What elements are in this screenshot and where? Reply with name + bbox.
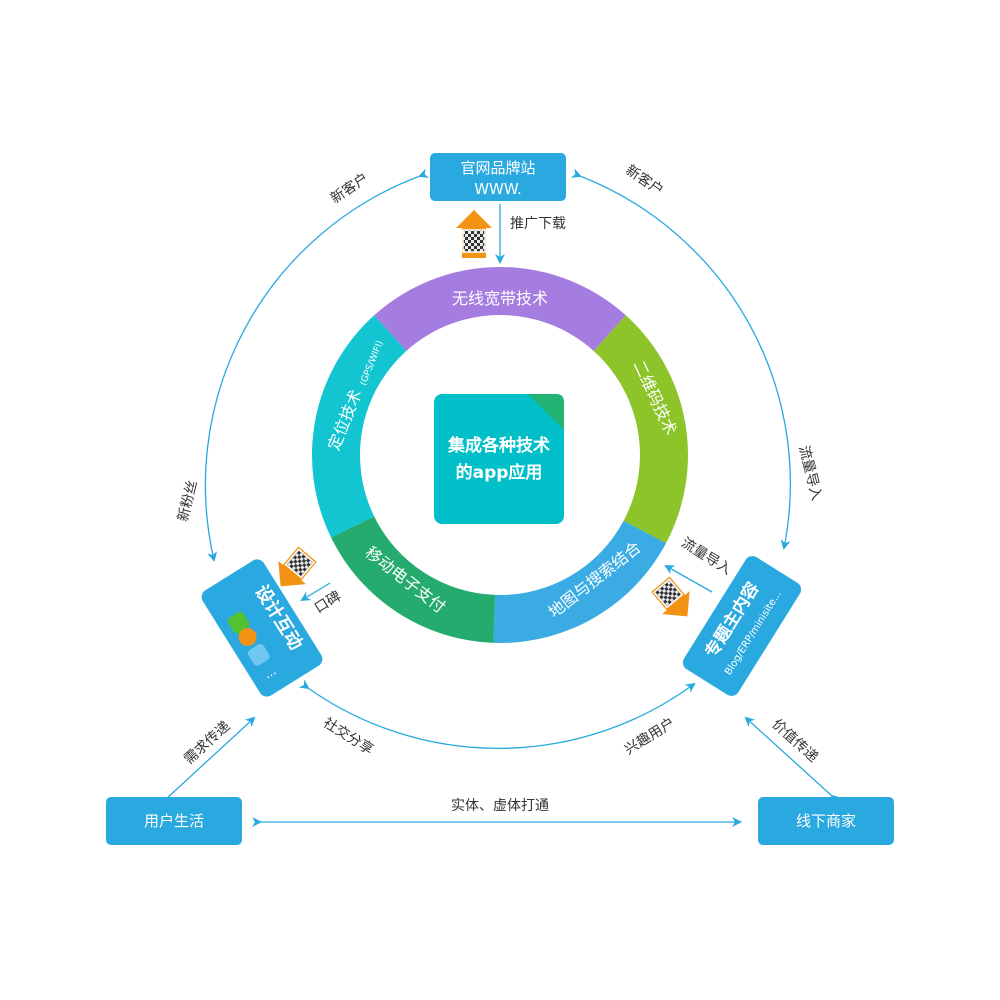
- edge-site-to-topic: [570, 168, 791, 550]
- center-box-corner: [528, 394, 564, 430]
- official-site-box: [430, 153, 566, 201]
- edge-traffic-inner: [664, 565, 713, 593]
- ring-segment-positioning: [312, 315, 407, 538]
- ring-label-wireless: 无线宽带技术: [452, 289, 548, 308]
- official-site-title: 官网品牌站: [460, 159, 535, 177]
- wechat-icon: [227, 611, 250, 634]
- ring-segment-qrcode: [593, 315, 688, 544]
- edge-site-to-design: [204, 168, 430, 562]
- ring-segment-wireless: [374, 267, 626, 351]
- offline-merchant-label: 线下商家: [796, 812, 856, 830]
- label-value-delivery: 价值传递: [769, 716, 821, 765]
- label-traffic-in-outer: 流量导入: [795, 444, 824, 502]
- qr-code-icon-right: [652, 578, 684, 609]
- edge-merchant-topic: [744, 716, 842, 806]
- label-promote-download: 推广下载: [510, 216, 566, 232]
- node-official-site: 官网品牌站 WWW.: [430, 153, 566, 201]
- offline-merchant-box: [758, 797, 894, 845]
- node-offline-merchant: 线下商家: [758, 797, 894, 845]
- user-life-box: [106, 797, 242, 845]
- label-new-customer-left: 新客户: [327, 169, 371, 207]
- edge-word-of-mouth: [300, 582, 331, 602]
- qr-code-icon-left: [284, 548, 316, 579]
- down-left-arrow: [278, 546, 317, 587]
- qr-code-icon: [462, 229, 486, 253]
- center-app-box: 集成各种技术 的app应用: [434, 394, 564, 524]
- center-title-line1: 集成各种技术: [447, 435, 550, 456]
- technology-ring: [312, 267, 688, 644]
- chat-icon: [247, 643, 270, 666]
- label-word-of-mouth: 口碑: [312, 588, 344, 616]
- node-design-interaction: ... 设计互动: [201, 559, 323, 697]
- topic-content-box: [682, 556, 802, 696]
- label-physical-virtual: 实体、虚体打通: [451, 797, 549, 814]
- node-user-life: 用户生活: [106, 797, 242, 845]
- design-interaction-box: [201, 559, 323, 697]
- label-new-fans: 新粉丝: [175, 479, 201, 524]
- edge-design-to-topic: [298, 679, 696, 749]
- edge-user-design: [155, 716, 256, 810]
- node-topic-content: 专题主内容 Blog/ERP/minisite...: [682, 556, 802, 696]
- label-new-customer-right: 新客户: [622, 161, 666, 199]
- upload-arrow: [456, 210, 492, 258]
- ring-segment-map-search: [493, 520, 666, 644]
- center-title-line2: 的app应用: [456, 462, 543, 483]
- user-life-label: 用户生活: [144, 812, 204, 830]
- official-site-url: WWW.: [474, 180, 522, 198]
- label-social-share: 社交分享: [320, 714, 376, 758]
- down-right-arrow: [651, 576, 690, 617]
- ring-segment-mobile-payment: [331, 516, 496, 643]
- label-traffic-in-inner: 流量导入: [678, 535, 734, 578]
- weibo-icon: [238, 628, 257, 647]
- connectors: [155, 168, 842, 827]
- center-box-bg: [434, 394, 564, 524]
